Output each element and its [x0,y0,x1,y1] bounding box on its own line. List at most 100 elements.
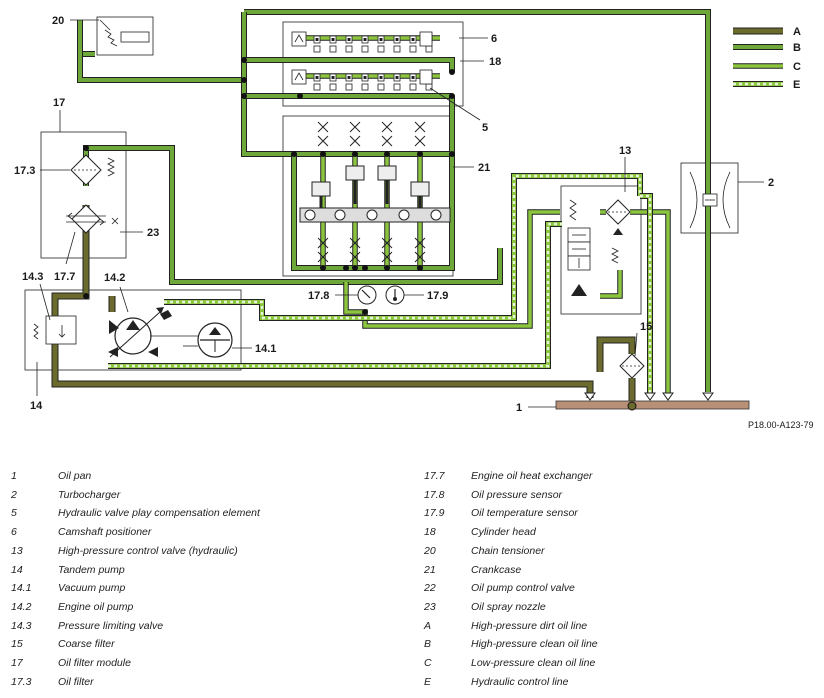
label-17-3: 17.3 [14,165,35,177]
tandem-pump-box [24,289,242,371]
oil-filter-symbol [70,154,115,186]
label-14-1: 14.1 [255,343,276,355]
legend-description: Crankcase [471,563,522,576]
legend-number: A [424,619,432,632]
legend-number: B [424,638,432,651]
clean-line-tensioner-feed [77,20,244,83]
label-21: 21 [478,162,490,174]
label-17: 17 [53,97,65,109]
legend-description: Oil pan [58,470,92,482]
pressure-limiting-valve-symbol [33,315,77,345]
label-18: 18 [489,56,501,68]
legend-description: High-pressure control valve (hydraulic) [58,544,238,557]
label-15: 15 [640,321,652,333]
legend-number: 1 [11,470,17,482]
legend-number: 5 [11,507,17,520]
legend-number: 2 [11,488,17,501]
camshaft-positioner-upper [291,31,307,47]
label-13: 13 [619,145,631,157]
label-17-7: 17.7 [54,271,75,283]
legend-description: Hydraulic valve play compensation elemen… [58,507,260,520]
label-23: 23 [147,227,159,239]
label-5: 5 [482,122,488,134]
vacuum-pump-symbol [183,322,233,358]
clean-line-cross [294,96,455,157]
crankcase-parts [299,121,451,263]
legend-number: 17.9 [424,507,445,520]
coarse-filter-symbol [619,353,645,379]
valve-play-elements [313,31,433,91]
hp-control-valve-box [560,185,642,315]
legend-description: Oil temperature sensor [471,507,578,520]
legend-description: High-pressure clean oil line [471,638,598,651]
legend-description: Engine oil pump [58,600,134,613]
heat-exchanger-symbol [66,204,106,234]
legend-description: High-pressure dirt oil line [471,619,588,632]
legend-number: 17.8 [424,488,445,501]
lp-line-valve-lower [600,270,623,299]
legend-number: 13 [11,544,23,557]
legend-description: Pressure limiting valve [58,619,164,632]
legend-number: C [424,657,432,669]
clean-line-turbo-return [244,9,711,392]
engine-oil-pump-symbol [108,307,172,358]
legend-description: Oil pressure sensor [471,488,563,501]
chain-tensioner-symbol [99,19,150,47]
legend-number: 23 [424,600,436,613]
line-junctions [83,57,637,411]
legend-number: 14.1 [11,582,32,595]
oil-pressure-sensor [357,285,377,305]
legend-description: Coarse filter [58,638,115,651]
legend-description: Hydraulic control line [471,675,569,688]
legend-number: 20 [424,544,436,557]
key-letter-e: E [793,79,800,91]
clean-line-head-feed [241,12,294,157]
legend-description: Engine oil heat exchanger [471,470,593,482]
oil-spray-nozzle-symbol [111,217,119,225]
legend-description: Oil pump control valve [471,582,575,595]
oil-pan [555,400,750,410]
legend-number: 6 [11,526,17,539]
label-20: 20 [52,15,64,27]
legend-number: 17.7 [424,470,445,482]
label-14-3: 14.3 [22,271,43,283]
label-6: 6 [491,33,497,45]
legend-number: 14 [11,563,23,576]
key-letter-c: C [793,61,801,73]
legend-number: E [424,675,432,688]
legend-number: 17.3 [11,675,32,688]
chain-tensioner-box [96,16,154,56]
legend-description: Vacuum pump [58,582,126,595]
legend-description: Oil filter module [58,657,131,669]
camshaft-positioner-lower [291,69,307,85]
legend-number: 17 [11,657,23,669]
legend-number: 14.3 [11,619,32,632]
label-14-2: 14.2 [104,272,125,284]
turbocharger-symbol [689,171,731,229]
hp-control-valve-symbol [567,199,631,296]
label-14: 14 [30,400,43,412]
key-letter-a: A [793,26,801,38]
legend-number: 22 [424,582,436,595]
legend-number: 15 [11,638,23,651]
label-17-9: 17.9 [427,290,448,302]
figure-reference: P18.00-A123-79 [748,420,814,430]
legend-description: Tandem pump [58,563,125,576]
legend-number: 21 [424,563,436,576]
label-2: 2 [768,177,774,189]
oil-temperature-sensor [385,285,405,305]
legend-description: Oil spray nozzle [471,600,546,613]
legend-number: 14.2 [11,600,32,613]
legend-description: Low-pressure clean oil line [471,657,596,669]
leader-lines [36,19,764,396]
legend-description: Chain tensioner [471,544,545,557]
legend-number: 18 [424,526,436,539]
legend-description: Oil filter [58,675,94,688]
cylinder-head-box [282,21,464,107]
legend-description: Turbocharger [58,488,121,501]
label-17-8: 17.8 [308,290,329,302]
legend-description: Camshaft positioner [58,526,152,539]
legend-description: Cylinder head [471,526,536,539]
